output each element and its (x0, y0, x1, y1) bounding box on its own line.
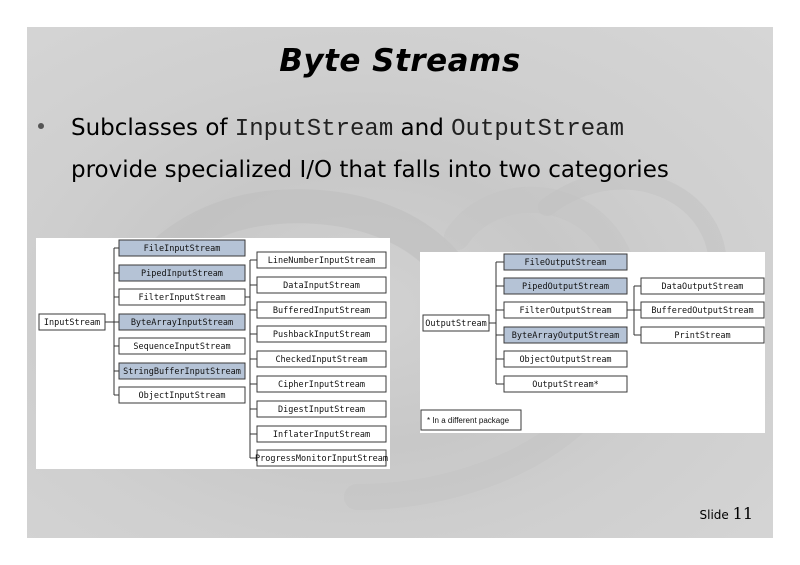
root-box-outputstream: OutputStream (422, 314, 490, 332)
outputstream-hierarchy-svg: OutputStream FileOutputStreamPipedOutputS… (420, 253, 765, 431)
class-box-printstream-label: PrintStream (674, 331, 730, 341)
bullet-text-part2: and (393, 115, 452, 141)
class-box-filteroutputstream: FilterOutputStream (503, 301, 628, 319)
class-box-bytearrayoutputstream-label: ByteArrayOutputStream (512, 331, 619, 341)
class-box-bufferedinputstream-label: BufferedInputStream (273, 306, 370, 316)
class-box-dataoutputstream-label: DataOutputStream (662, 282, 744, 292)
bullet-line-1: Subclasses of InputStream and OutputStre… (71, 115, 624, 143)
class-box-datainputstream-label: DataInputStream (283, 281, 360, 291)
class-box-cipherinputstream-label: CipherInputStream (278, 380, 365, 390)
class-box-bufferedinputstream: BufferedInputStream (256, 301, 387, 319)
class-box-outputstream: OutputStream* (503, 375, 628, 393)
class-box-bufferedoutputstream-label: BufferedOutputStream (651, 306, 753, 316)
class-box-dataoutputstream: DataOutputStream (640, 277, 765, 295)
bullet-line-2: provide specialized I/O that falls into … (71, 157, 669, 183)
class-box-bytearrayoutputstream: ByteArrayOutputStream (503, 326, 628, 344)
class-box-linenumberinputstream: LineNumberInputStream (256, 251, 387, 269)
class-box-printstream: PrintStream (640, 326, 765, 344)
slide: Byte Streams Subclasses of InputStream a… (27, 27, 773, 538)
class-box-linenumberinputstream-label: LineNumberInputStream (268, 256, 375, 266)
bullet-code-outputstream: OutputStream (451, 116, 624, 143)
class-box-filterinputstream-label: FilterInputStream (139, 293, 226, 303)
class-box-progressmonitorinputstream-label: ProgressMonitorInputStream (255, 454, 388, 464)
class-box-filteroutputstream-label: FilterOutputStream (519, 306, 611, 316)
class-box-digestinputstream: DigestInputStream (256, 400, 387, 418)
class-box-pipedinputstream: PipedInputStream (118, 264, 246, 282)
class-box-bytearrayinputstream-label: ByteArrayInputStream (131, 318, 233, 328)
class-box-sequenceinputstream: SequenceInputStream (118, 337, 246, 355)
bullet-dot-icon (38, 123, 44, 129)
class-box-digestinputstream-label: DigestInputStream (278, 405, 365, 415)
inputstream-hierarchy-svg: InputStream FileInputStreamPipedInputStre… (38, 239, 388, 467)
slide-number-value: 11 (732, 504, 753, 523)
class-box-objectoutputstream-label: ObjectOutputStream (519, 355, 611, 365)
class-box-pipedoutputstream: PipedOutputStream (503, 277, 628, 295)
class-box-objectinputstream-label: ObjectInputStream (139, 391, 226, 401)
class-box-bufferedoutputstream: BufferedOutputStream (640, 301, 765, 319)
class-box-pipedinputstream-label: PipedInputStream (141, 269, 223, 279)
class-box-sequenceinputstream-label: SequenceInputStream (133, 342, 230, 352)
class-box-cipherinputstream: CipherInputStream (256, 375, 387, 393)
root-box-outputstream-label: OutputStream (425, 319, 486, 329)
bullet-text-part1: Subclasses of (71, 115, 235, 141)
class-box-checkedinputstream: CheckedInputStream (256, 350, 387, 368)
class-box-checkedinputstream-label: CheckedInputStream (275, 355, 367, 365)
class-box-inflaterinputstream: InflaterInputStream (256, 425, 387, 443)
bullet-code-inputstream: InputStream (234, 116, 394, 143)
class-box-objectinputstream: ObjectInputStream (118, 386, 246, 404)
class-box-fileoutputstream-label: FileOutputStream (525, 258, 607, 268)
class-box-datainputstream: DataInputStream (256, 276, 387, 294)
slide-number-label: Slide (699, 508, 729, 522)
footnote-box: * In a different package (420, 409, 522, 431)
class-box-objectoutputstream: ObjectOutputStream (503, 350, 628, 368)
class-box-pushbackinputstream: PushbackInputStream (256, 325, 387, 343)
root-box-inputstream-label: InputStream (44, 318, 100, 328)
class-box-stringbufferinputstream-label: StringBufferInputStream (123, 367, 241, 377)
class-box-bytearrayinputstream: ByteArrayInputStream (118, 313, 246, 331)
class-box-fileinputstream-label: FileInputStream (144, 244, 221, 254)
class-box-pushbackinputstream-label: PushbackInputStream (273, 330, 370, 340)
class-box-fileinputstream: FileInputStream (118, 239, 246, 257)
class-box-fileoutputstream: FileOutputStream (503, 253, 628, 271)
class-box-pipedoutputstream-label: PipedOutputStream (522, 282, 609, 292)
class-box-filterinputstream: FilterInputStream (118, 288, 246, 306)
class-box-outputstream-label: OutputStream* (532, 380, 599, 390)
class-box-stringbufferinputstream: StringBufferInputStream (118, 362, 246, 380)
footnote-text: * In a different package (427, 416, 510, 425)
slide-number: Slide 11 (700, 504, 753, 523)
slide-title: Byte Streams (279, 43, 521, 79)
class-box-inflaterinputstream-label: InflaterInputStream (273, 430, 370, 440)
class-box-progressmonitorinputstream: ProgressMonitorInputStream (255, 449, 388, 467)
root-box-inputstream: InputStream (38, 313, 106, 331)
